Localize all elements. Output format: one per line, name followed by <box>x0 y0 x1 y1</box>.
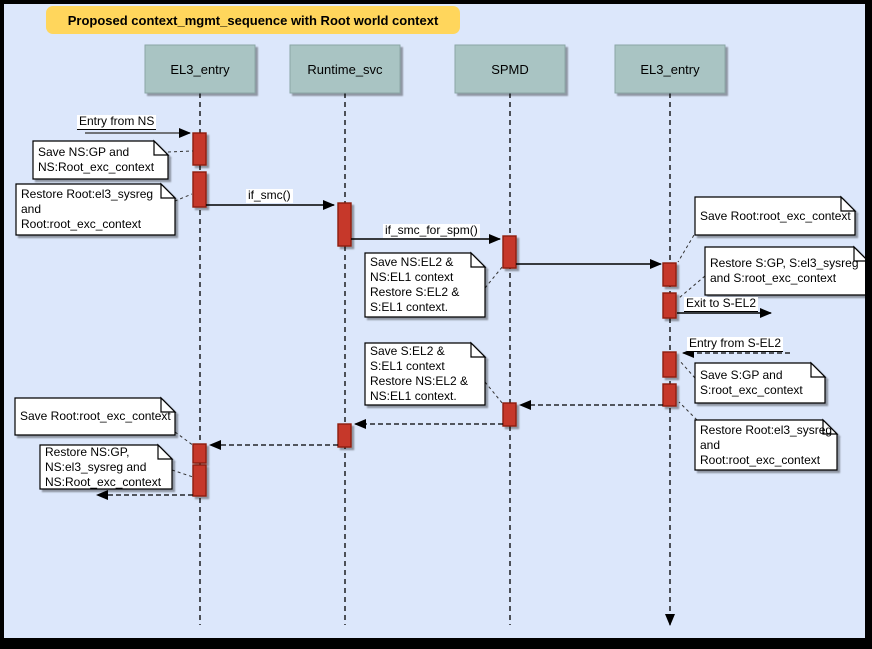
return-arrows <box>96 400 663 500</box>
note-shapes <box>14 139 870 490</box>
note-shape-save-root-left <box>14 396 177 436</box>
activation-bar <box>502 235 517 269</box>
note-shape-save-s-gp <box>694 361 827 404</box>
note-connector <box>171 469 194 478</box>
lifeline-headers <box>144 44 726 94</box>
activation-bar <box>192 443 207 464</box>
note-connector <box>167 150 194 153</box>
note-connector <box>677 229 698 263</box>
activation-bar <box>662 351 677 378</box>
activation-bar <box>662 292 677 319</box>
note-connector <box>484 265 504 289</box>
note-shape-restore-s-gp <box>704 245 870 296</box>
activation-bar <box>192 132 207 166</box>
note-connector <box>484 381 504 405</box>
message-arrows <box>85 128 790 358</box>
activation-bar <box>192 464 207 497</box>
note-shape-save-root-right <box>694 195 857 236</box>
activation-bar <box>337 423 352 448</box>
activation-bar <box>662 383 677 407</box>
header-box-el3-entry-1 <box>144 44 256 94</box>
header-box-el3-entry-2 <box>614 44 726 94</box>
header-box-spmd <box>454 44 566 94</box>
note-shape-save-ns-gp <box>32 139 170 180</box>
note-shape-restore-ns-gp <box>39 443 174 490</box>
activation-bar <box>662 262 677 287</box>
activation-bars <box>192 132 677 497</box>
activation-bar <box>502 402 517 427</box>
note-shape-save-s-el2 <box>364 341 487 406</box>
activation-bar <box>337 202 352 247</box>
note-connector <box>174 431 195 447</box>
note-connector <box>678 359 696 379</box>
header-box-runtime-svc <box>289 44 401 94</box>
note-connector <box>678 401 698 421</box>
note-shape-restore-root-1 <box>15 182 177 236</box>
note-shape-save-ns-el2 <box>364 251 487 318</box>
activation-bar <box>192 171 207 208</box>
note-shape-restore-root-2 <box>694 418 839 471</box>
